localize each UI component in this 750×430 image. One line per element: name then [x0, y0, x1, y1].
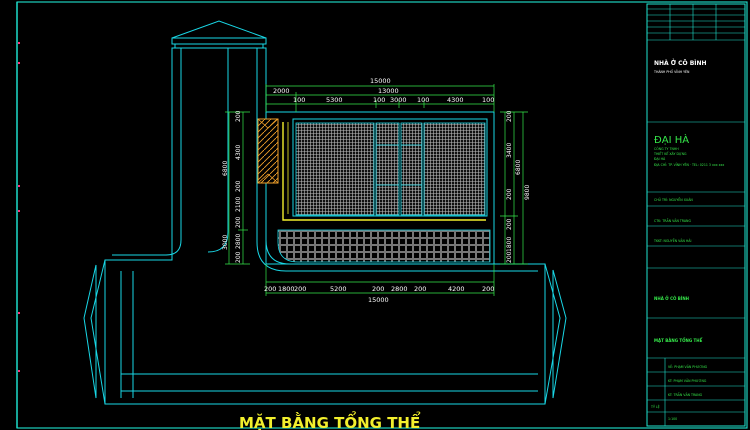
title-block-company-detail: ĐỊA CHỈ: TP. VĨNH YÊN · TEL: 0211 3 xxx … — [654, 162, 724, 167]
title-block-footer-label: TỶ LỆ — [650, 404, 660, 409]
dim-right-outer: 9800 — [524, 185, 531, 200]
dim-left-inner-5: 200 — [235, 216, 242, 228]
title-block — [646, 3, 746, 427]
dim-top-seg-2: 5300 — [326, 96, 343, 104]
dim-left-inner-7: 200 — [235, 251, 242, 263]
dim-top-seg-1: 100 — [293, 96, 305, 104]
dim-right-inner-1: 200 — [506, 110, 513, 122]
title-block-role-1: CHỦ TRÌ: NGUYỄN XUÂN — [654, 197, 693, 202]
dimension-lines — [225, 84, 528, 296]
dim-top-seg-3: 100 — [373, 96, 385, 104]
dim-left-inner-3: 200 — [235, 180, 242, 192]
dim-top-seg-6: 4300 — [447, 96, 464, 104]
title-block-footer-value: 1:100 — [668, 417, 677, 421]
building-plan — [257, 111, 495, 265]
dim-left-inner-4: 2100 — [235, 197, 242, 212]
dim-left-outer-1: 6800 — [222, 161, 229, 176]
dim-left-inner-6: 2800 — [235, 234, 242, 249]
sheet-border — [16, 1, 748, 429]
title-block-sheet-name: MẶT BẰNG TỔNG THỂ — [654, 338, 703, 343]
title-block-company-line-2: THIẾT KẾ XÂY DỰNG — [653, 150, 687, 156]
entrance-pediment — [171, 20, 267, 49]
dim-bottom-seg-2: 1800 — [278, 285, 295, 293]
dim-right-inner-2: 3400 — [506, 143, 513, 158]
dim-right-inner-4: 200 — [506, 218, 513, 230]
title-block-company: ĐẠI HÀ — [654, 133, 689, 146]
dim-bottom-seg-6: 2800 — [391, 285, 408, 293]
plaza-side-ends — [83, 259, 567, 405]
dim-right-middle: 6800 — [515, 160, 522, 175]
dim-left-inner-1: 200 — [235, 110, 242, 122]
title-block-sheet-project: NHÀ Ở CÔ BÌNH — [654, 296, 689, 301]
dim-top-seg-7: 100 — [482, 96, 494, 104]
dim-left-inner-2: 4300 — [235, 145, 242, 160]
title-block-role-3: TKKT: NGUYỄN VĂN HẢI — [653, 238, 691, 243]
title-block-project: NHÀ Ở CÔ BÌNH — [654, 59, 707, 67]
dim-bottom-seg-1: 200 — [264, 285, 276, 293]
dim-bottom-overall: 15000 — [368, 296, 389, 304]
title-block-signer-3: KT: TRẦN VĂN TRANG — [668, 392, 703, 397]
dim-left-outer-2: 3000 — [222, 235, 229, 250]
dim-top-seg-4: 3000 — [390, 96, 407, 104]
title-block-signer-1: VẼ: PHẠM VĂN PHƯƠNG — [668, 364, 708, 369]
dim-right-inner-3: 200 — [506, 188, 513, 200]
left-border-markers — [18, 42, 20, 372]
drawing-title: MẶT BẰNG TỔNG THỂ — [239, 410, 421, 430]
title-block-project-sub: THÀNH PHỐ VĨNH YÊN — [653, 69, 690, 74]
title-block-company-line-3: ĐẠI HÀ — [654, 156, 666, 161]
title-block-company-line-1: CÔNG TY TNHH — [654, 146, 679, 151]
pathway-outline — [104, 47, 546, 405]
dim-bottom-seg-9: 200 — [482, 285, 494, 293]
dim-top-right-segment: 13000 — [378, 87, 399, 95]
dim-bottom-seg-5: 200 — [372, 285, 384, 293]
dim-bottom-seg-7: 200 — [414, 285, 426, 293]
dim-bottom-seg-3: 200 — [294, 285, 306, 293]
dim-top-left-segment: 2000 — [273, 87, 290, 95]
title-block-signer-2: KT: PHẠM VĂN PHƯƠNG — [668, 378, 707, 383]
title-block-role-2: CTK: TRẦN VĂN TRANG — [654, 218, 691, 223]
dim-bottom-seg-8: 4200 — [448, 285, 465, 293]
dim-top-overall: 15000 — [370, 77, 391, 85]
dim-right-inner-5: 1800 — [506, 237, 513, 252]
dim-top-seg-5: 100 — [417, 96, 429, 104]
dim-right-inner-6: 200 — [506, 251, 513, 263]
dim-bottom-seg-4: 5200 — [330, 285, 347, 293]
